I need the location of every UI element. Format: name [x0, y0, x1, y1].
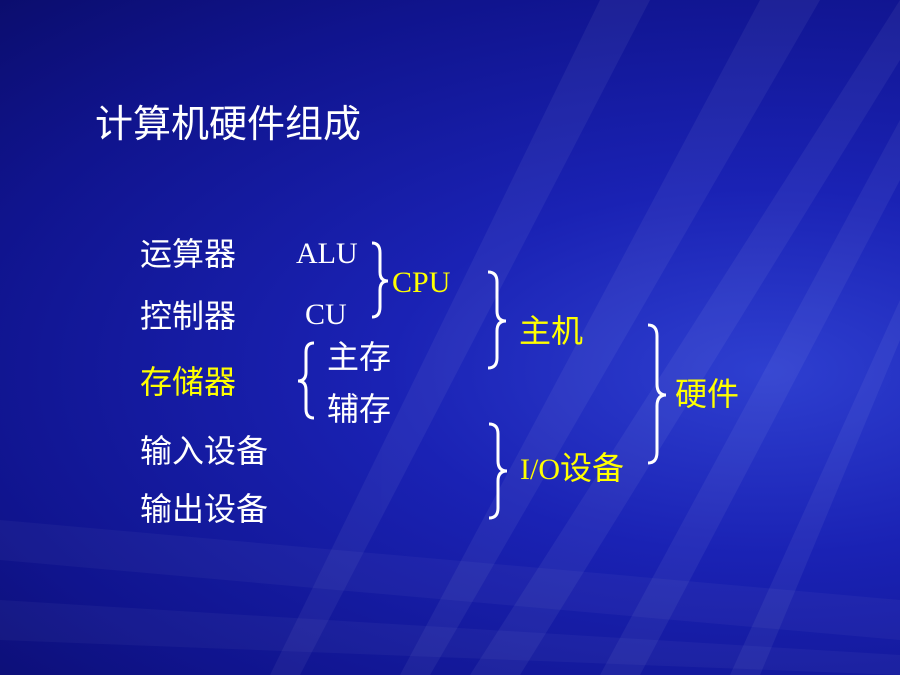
host-label: 主机: [519, 312, 584, 350]
io-device-label: I/O设备: [520, 449, 625, 487]
input-device-label: 输入设备: [140, 432, 269, 470]
main-memory-label: 主存: [327, 338, 392, 376]
alu-label-cn: 运算器: [140, 235, 237, 273]
cu-label-cn: 控制器: [140, 297, 237, 335]
alu-label-en: ALU: [296, 237, 358, 270]
slide-title: 计算机硬件组成: [95, 102, 362, 146]
cu-label-en: CU: [305, 298, 347, 331]
memory-label: 存储器: [140, 363, 237, 401]
hardware-label: 硬件: [675, 375, 740, 413]
aux-memory-label: 辅存: [327, 390, 392, 428]
output-device-label: 输出设备: [140, 490, 269, 528]
cpu-label: CPU: [392, 266, 451, 299]
